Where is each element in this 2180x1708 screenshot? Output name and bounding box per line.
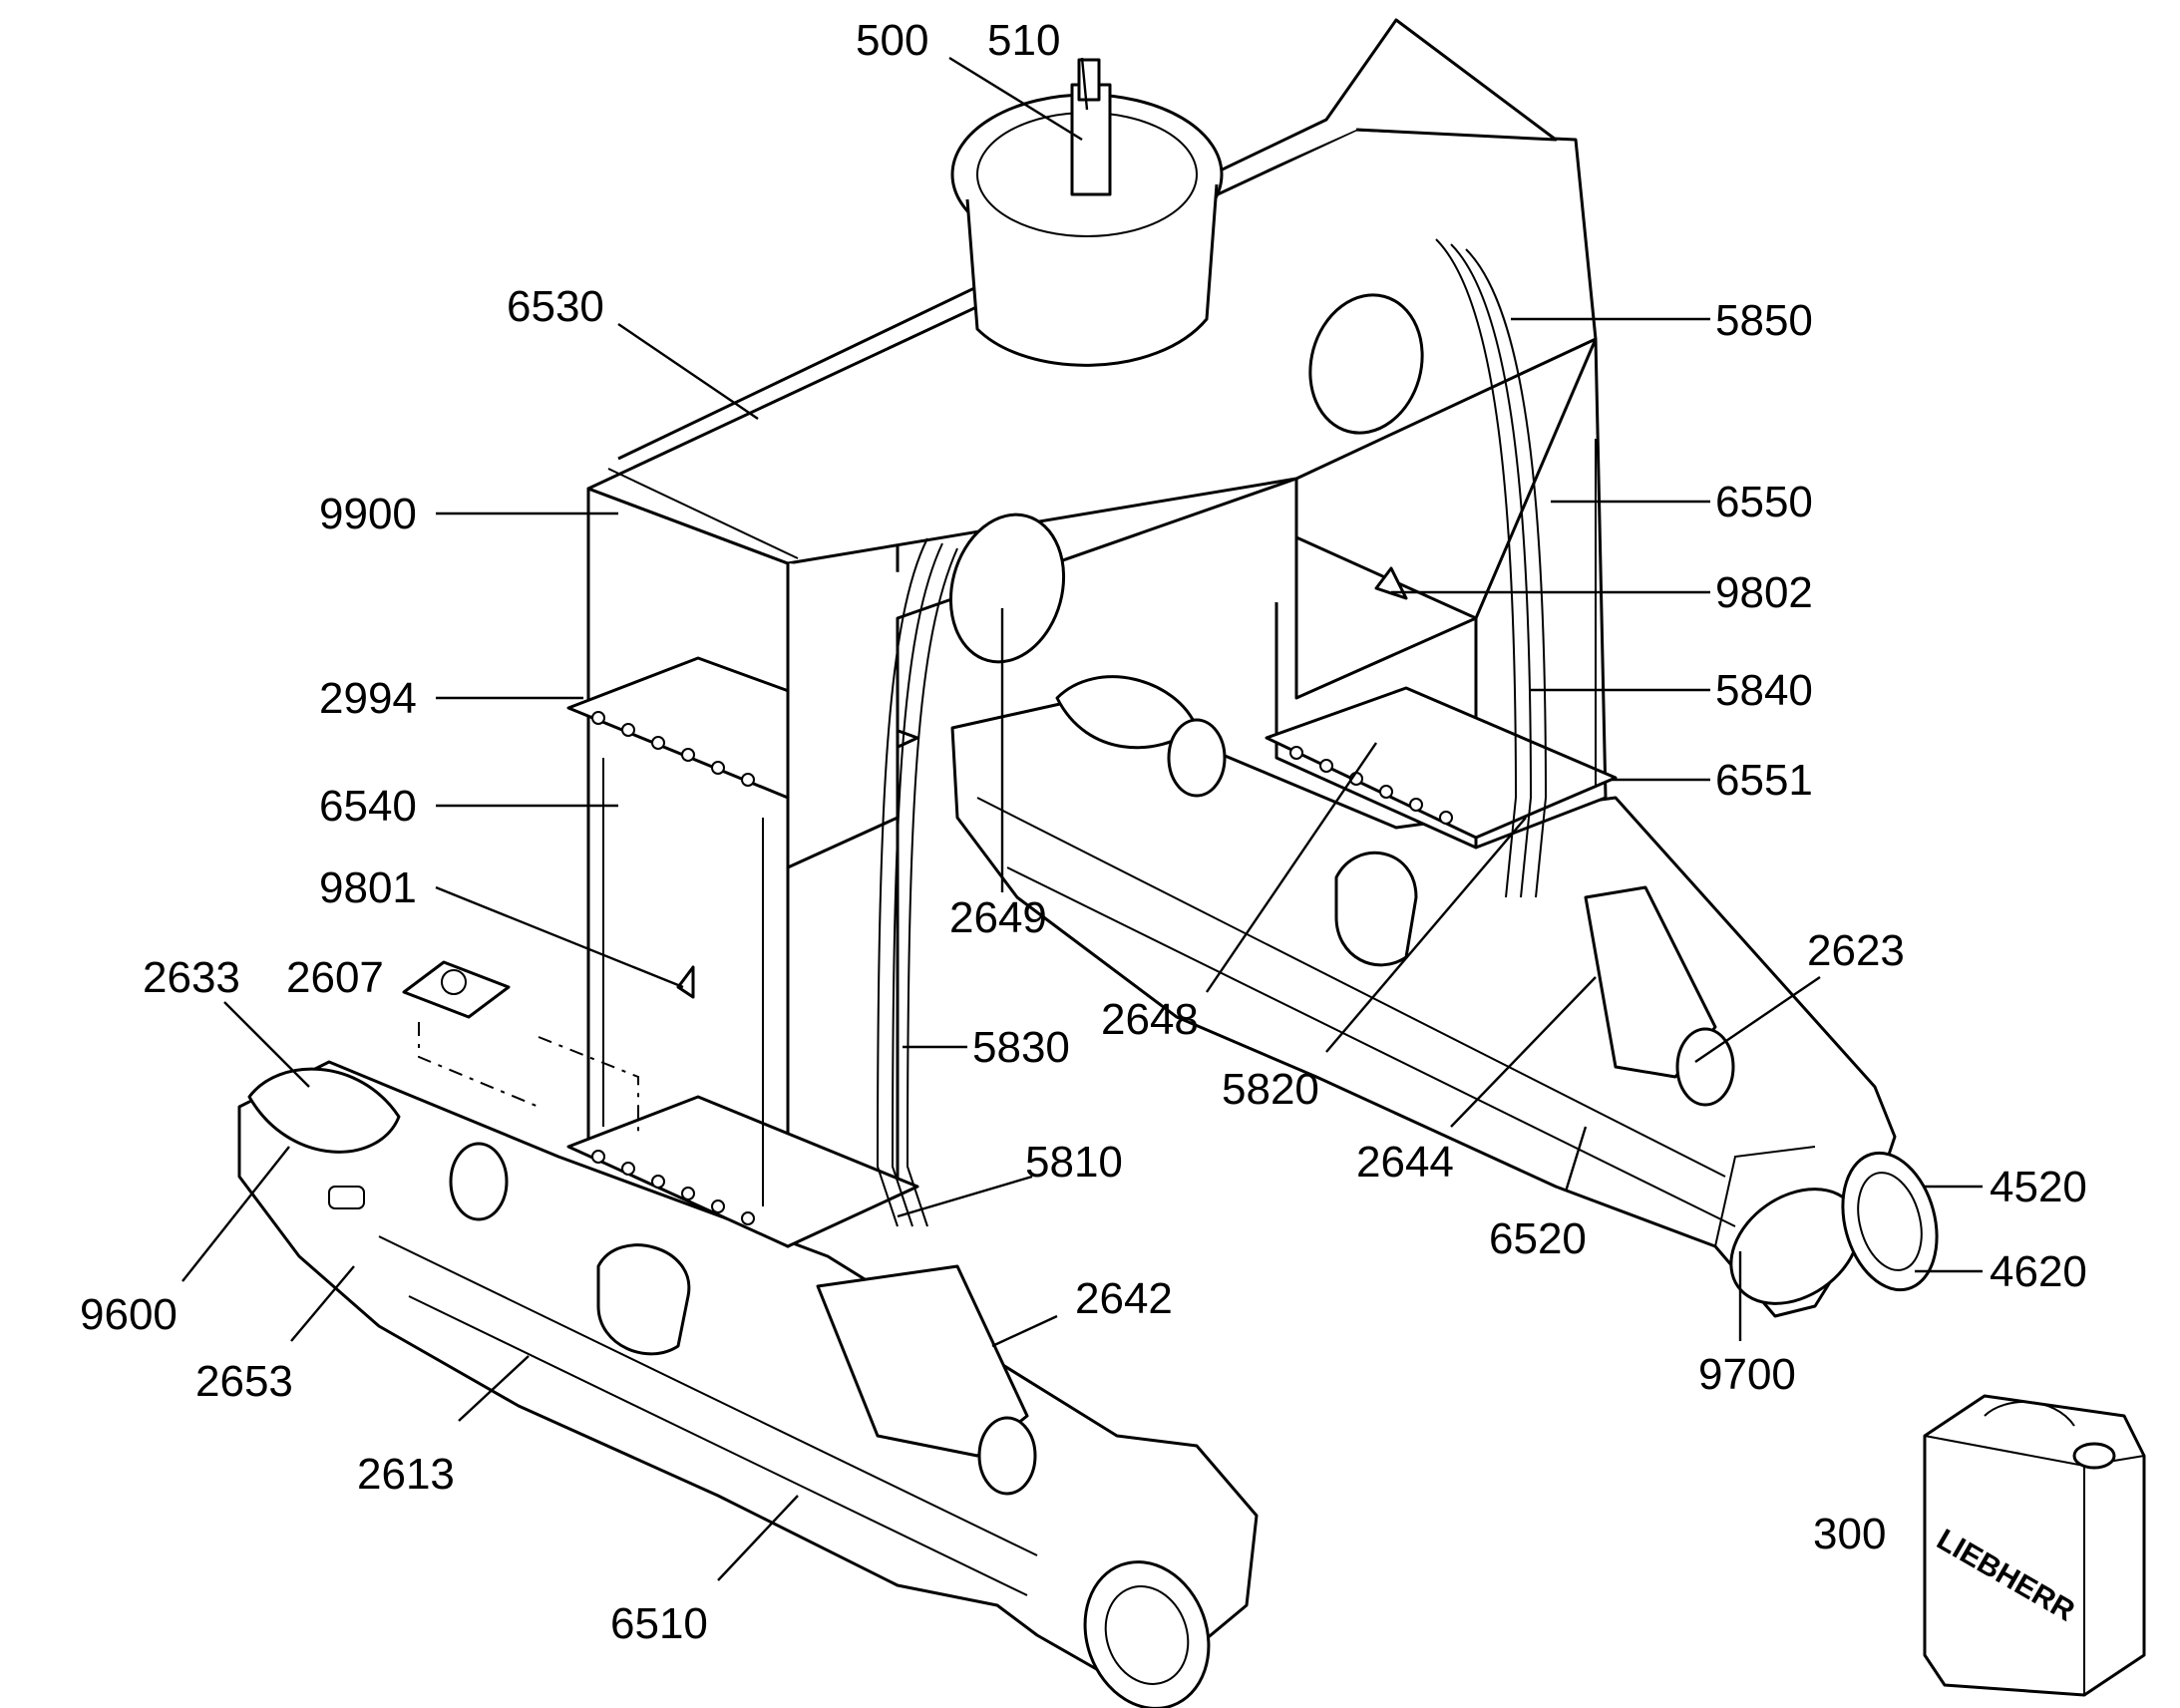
label-5850: 5850 bbox=[1715, 296, 1813, 345]
label-300: 300 bbox=[1813, 1510, 1886, 1558]
label-6550: 6550 bbox=[1715, 478, 1813, 526]
label-2623: 2623 bbox=[1807, 926, 1905, 975]
flange-bolts bbox=[591, 711, 1453, 1225]
inspection-cover-right bbox=[1308, 293, 1424, 435]
label-9900: 9900 bbox=[319, 490, 417, 538]
label-9700: 9700 bbox=[1698, 1350, 1796, 1399]
label-5810: 5810 bbox=[1025, 1138, 1123, 1187]
machine-drawing: LIEBHERR bbox=[237, 18, 2146, 1708]
label-9801: 9801 bbox=[319, 863, 417, 912]
liebherr-canister: LIEBHERR bbox=[1923, 1394, 2146, 1697]
label-2653: 2653 bbox=[195, 1357, 293, 1406]
label-5840: 5840 bbox=[1715, 666, 1813, 715]
label-4520: 4520 bbox=[1990, 1163, 2087, 1211]
label-6551: 6551 bbox=[1715, 756, 1813, 805]
label-2644: 2644 bbox=[1356, 1138, 1454, 1187]
sprocket-right bbox=[1841, 1151, 1939, 1292]
leader-lines bbox=[182, 56, 1983, 1581]
label-2649: 2649 bbox=[949, 893, 1047, 942]
track-frame-right bbox=[950, 675, 1897, 1318]
hose-bundle-left bbox=[876, 537, 958, 1227]
label-2613: 2613 bbox=[357, 1450, 455, 1499]
label-6530: 6530 bbox=[507, 282, 604, 331]
label-9600: 9600 bbox=[80, 1290, 178, 1339]
label-5830: 5830 bbox=[972, 1023, 1070, 1072]
label-500: 500 bbox=[856, 16, 928, 65]
inspection-cover-left bbox=[948, 512, 1066, 664]
label-5820: 5820 bbox=[1222, 1065, 1319, 1114]
label-510: 510 bbox=[987, 16, 1060, 65]
bracket-2607 bbox=[402, 960, 639, 1137]
label-6540: 6540 bbox=[319, 782, 417, 831]
hose-bundle-right bbox=[1435, 238, 1548, 898]
slewing-ring bbox=[950, 58, 1224, 367]
label-2642: 2642 bbox=[1075, 1274, 1173, 1323]
label-2994: 2994 bbox=[319, 674, 417, 723]
label-2633: 2633 bbox=[143, 953, 240, 1002]
callout-labels: 500 510 6530 5850 6550 9900 9802 2994 58… bbox=[80, 16, 2087, 1648]
label-6520: 6520 bbox=[1489, 1214, 1587, 1263]
label-2648: 2648 bbox=[1101, 995, 1199, 1044]
rollers bbox=[449, 718, 1735, 1496]
sprocket-left bbox=[1083, 1560, 1211, 1708]
label-2607: 2607 bbox=[286, 953, 384, 1002]
label-6510: 6510 bbox=[610, 1599, 708, 1648]
label-4620: 4620 bbox=[1990, 1247, 2087, 1296]
label-9802: 9802 bbox=[1715, 568, 1813, 617]
warning-sticker-9801 bbox=[676, 965, 695, 999]
